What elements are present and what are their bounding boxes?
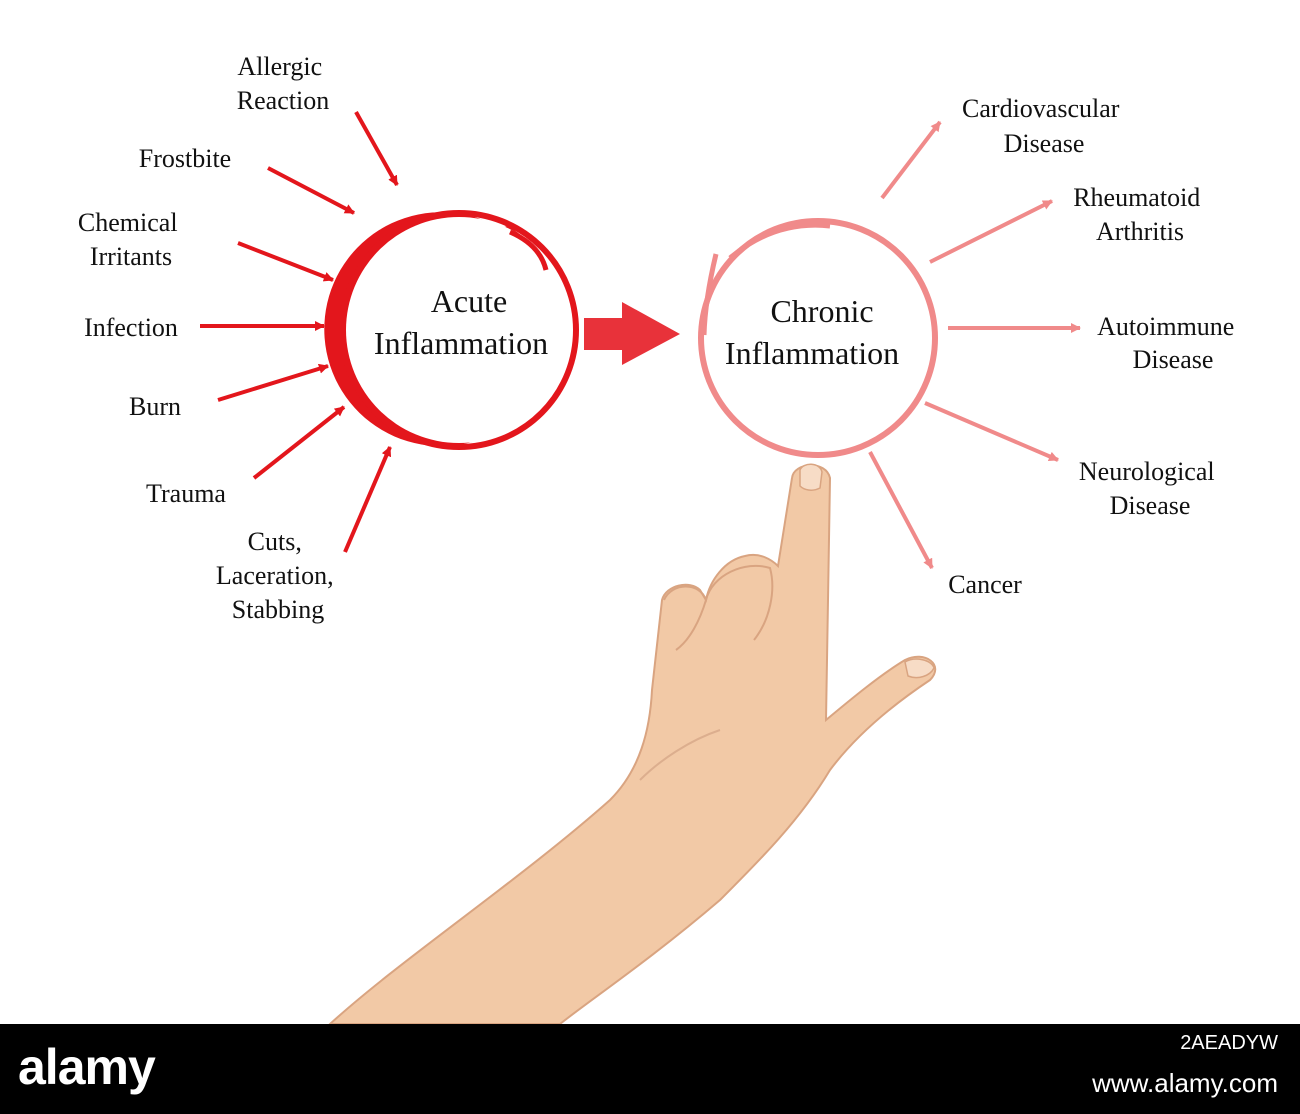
cause-arrow-cuts bbox=[343, 446, 392, 553]
cause-label-trauma: Trauma bbox=[146, 479, 226, 508]
cause-label-infection: Infection bbox=[84, 313, 178, 342]
site-url: www.alamy.com bbox=[1092, 1068, 1278, 1098]
chronic-circle bbox=[698, 218, 938, 458]
inflammation-diagram: Acute Inflammation Chronic Inflammation … bbox=[78, 52, 1241, 1024]
outcome-arrow-rheumatoid bbox=[929, 199, 1053, 264]
acute-label-line1: Acute bbox=[431, 283, 507, 319]
outcome-labels: Cardiovascular Disease Rheumatoid Arthri… bbox=[948, 94, 1241, 599]
cause-arrow-burn bbox=[217, 363, 329, 402]
cause-label-burn: Burn bbox=[129, 392, 181, 421]
watermark-footer: alamy 2AEADYW www.alamy.com bbox=[0, 1024, 1300, 1114]
brand-logo: alamy bbox=[18, 1039, 156, 1095]
connector-arrow bbox=[584, 302, 680, 365]
outcome-label-autoimmune: Autoimmune Disease bbox=[1097, 312, 1241, 374]
chronic-label-line1: Chronic bbox=[770, 293, 873, 329]
cause-arrow-trauma bbox=[252, 405, 346, 480]
outcome-arrow-neurological bbox=[924, 401, 1059, 462]
outcome-label-cancer: Cancer bbox=[948, 570, 1022, 599]
outcome-arrow-cancer bbox=[868, 451, 934, 569]
acute-circle-ring bbox=[339, 210, 579, 450]
cause-label-chemical: Chemical Irritants bbox=[78, 208, 184, 271]
cause-arrow-allergic bbox=[354, 111, 399, 186]
cause-labels: Allergic Reaction Frostbite Chemical Irr… bbox=[78, 52, 340, 624]
outcome-arrows bbox=[868, 120, 1081, 569]
chronic-inflammation-node: Chronic Inflammation bbox=[698, 218, 938, 458]
cause-arrow-chemical bbox=[237, 241, 334, 282]
outcome-label-rheumatoid: Rheumatoid Arthritis bbox=[1073, 183, 1207, 246]
acute-label-line2: Inflammation bbox=[374, 325, 548, 361]
cause-label-cuts: Cuts, Laceration, Stabbing bbox=[216, 527, 340, 624]
pointing-hand-icon bbox=[328, 463, 937, 1024]
outcome-arrow-cardiovascular bbox=[880, 120, 942, 200]
cause-label-allergic: Allergic Reaction bbox=[237, 52, 329, 115]
image-id: 2AEADYW bbox=[1180, 1032, 1278, 1054]
acute-inflammation-node: Acute Inflammation bbox=[324, 210, 579, 450]
cause-arrows bbox=[200, 111, 399, 553]
cause-label-frostbite: Frostbite bbox=[139, 144, 231, 173]
cause-arrow-frostbite bbox=[267, 166, 355, 215]
outcome-label-cardiovascular: Cardiovascular Disease bbox=[962, 94, 1126, 158]
chronic-label-line2: Inflammation bbox=[725, 335, 899, 371]
outcome-label-neurological: Neurological Disease bbox=[1079, 457, 1221, 520]
